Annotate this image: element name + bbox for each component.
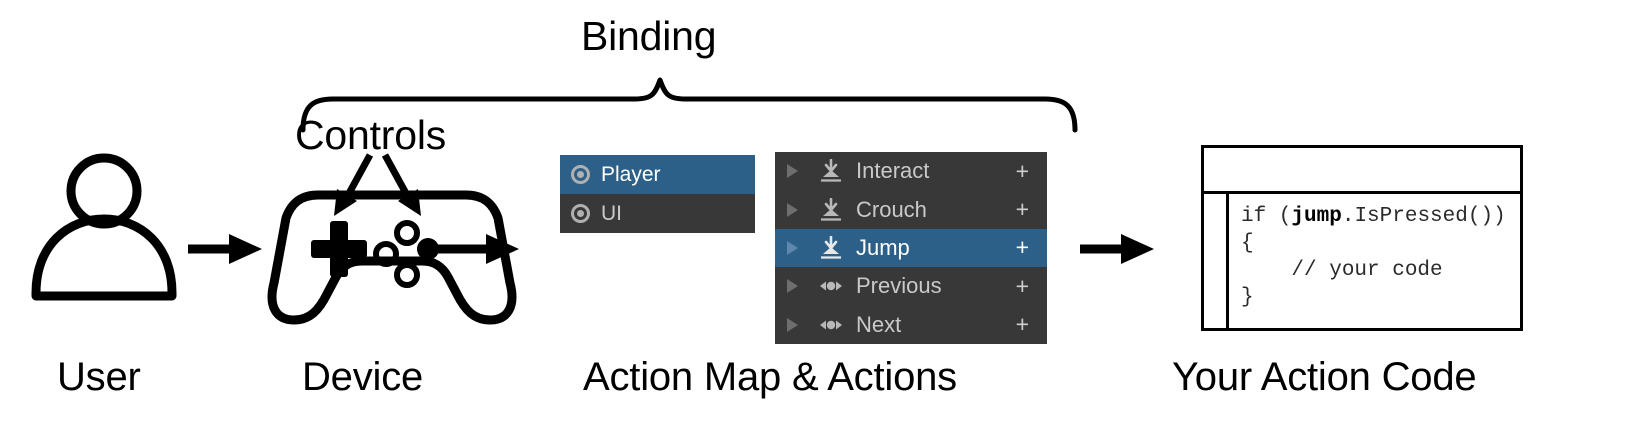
add-binding-button[interactable]: + xyxy=(1015,196,1029,223)
right-arrow-icon-actions-to-code xyxy=(1080,234,1154,264)
action-label: Previous xyxy=(856,273,942,299)
action-map-row-player[interactable]: Player xyxy=(560,155,755,194)
add-binding-button[interactable]: + xyxy=(1015,234,1029,261)
action-maps-list[interactable]: Player UI xyxy=(560,155,755,233)
chevron-right-icon[interactable] xyxy=(787,164,798,179)
axis-1d-icon xyxy=(820,281,842,291)
add-binding-button[interactable]: + xyxy=(1015,157,1029,184)
gamepad-controller-icon xyxy=(267,190,517,325)
action-map-label: UI xyxy=(601,201,622,225)
caption-action-map-and-actions: Action Map & Actions xyxy=(583,355,957,399)
action-row-crouch[interactable]: Crouch + xyxy=(775,190,1047,228)
add-binding-button[interactable]: + xyxy=(1015,311,1029,338)
actions-list[interactable]: Interact + Crouch + Jump + xyxy=(775,152,1047,344)
code-line-2: { xyxy=(1241,232,1254,255)
action-label: Next xyxy=(856,311,902,337)
code-line-1: if (jump.IsPressed()) xyxy=(1241,205,1506,228)
controls-pointer-arrows xyxy=(334,153,421,216)
controls-label: Controls xyxy=(295,112,447,158)
bullseye-icon xyxy=(571,204,590,223)
chevron-right-icon[interactable] xyxy=(787,317,798,332)
button-press-icon xyxy=(821,197,841,221)
action-row-jump[interactable]: Jump + xyxy=(775,228,1047,268)
action-label: Interact xyxy=(856,158,930,184)
bullseye-icon xyxy=(571,165,590,184)
code-line-4: } xyxy=(1241,286,1254,309)
chevron-right-icon[interactable] xyxy=(787,202,798,217)
code-line-3: // your code xyxy=(1241,259,1443,282)
action-row-previous[interactable]: Previous + xyxy=(775,267,1047,305)
button-press-icon xyxy=(821,235,841,259)
code-editor-window[interactable]: if (jump.IsPressed()) { // your code } xyxy=(1201,145,1523,331)
action-row-next[interactable]: Next + xyxy=(775,306,1047,344)
action-label: Jump xyxy=(856,234,910,260)
action-map-label: Player xyxy=(601,162,661,186)
caption-your-action-code: Your Action Code xyxy=(1172,355,1477,399)
chevron-right-icon[interactable] xyxy=(787,240,798,255)
right-arrow-icon-device-to-actions xyxy=(428,234,519,264)
binding-label: Binding xyxy=(581,13,717,59)
button-press-icon xyxy=(821,159,841,182)
user-person-icon xyxy=(31,153,177,301)
code-content[interactable]: if (jump.IsPressed()) { // your code } xyxy=(1229,194,1520,328)
axis-1d-icon xyxy=(820,320,842,330)
code-window-titlebar xyxy=(1204,148,1520,194)
action-map-row-ui[interactable]: UI xyxy=(560,194,755,233)
code-window-body: if (jump.IsPressed()) { // your code } xyxy=(1204,194,1520,328)
action-label: Crouch xyxy=(856,196,927,222)
add-binding-button[interactable]: + xyxy=(1015,272,1029,299)
chevron-right-icon[interactable] xyxy=(787,279,798,294)
right-arrow-icon-user-to-device xyxy=(188,234,262,264)
dpad-icon xyxy=(311,221,367,277)
caption-user: User xyxy=(57,355,141,399)
code-gutter xyxy=(1204,194,1229,328)
action-row-interact[interactable]: Interact + xyxy=(775,152,1047,190)
caption-device: Device xyxy=(302,355,424,399)
face-buttons-icon xyxy=(373,220,439,288)
